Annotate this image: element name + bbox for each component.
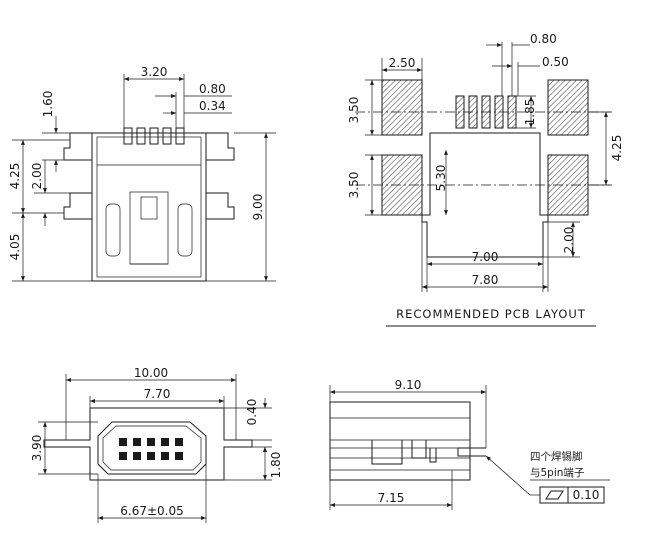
dim-1-85: 1.85 [523,99,537,126]
dim-4-25: 4.25 [610,135,624,162]
dim-7-80: 7.80 [472,273,499,287]
top-view-body [63,127,235,282]
side-view: 9.10 7.15 四个焊锡脚 与5pin端子 0.10 [329,378,610,510]
dim-6-67: 6.67±0.05 [120,504,184,518]
pcb-pad-top-left [381,79,423,136]
dim-0-40: 0.40 [245,399,259,426]
dim-9-00: 9.00 [251,194,265,221]
flatness-value: 0.10 [573,488,600,502]
dim-5-30: 5.30 [434,165,448,192]
dim-3-50-top: 3.50 [347,97,361,124]
dim-4-25: 4.25 [8,163,22,190]
flatness-icon [545,490,564,500]
pcb-layout-caption: RECOMMENDED PCB LAYOUT [396,307,586,321]
dim-10-00: 10.00 [134,366,168,380]
note-line-1: 四个焊锡脚 [530,450,583,463]
dim-7-15: 7.15 [378,491,405,505]
pcb-dimension-lines [365,42,612,327]
dim-1-80: 1.80 [269,452,283,479]
dim-4-05: 4.05 [8,234,22,261]
side-view-dimension-lines [329,385,610,510]
dim-0-50: 0.50 [542,55,569,69]
dim-3-20: 3.20 [141,65,168,79]
pcb-layout-view: 2.50 0.80 0.50 3.50 1.85 4.25 5.30 3.50 … [347,32,624,327]
pcb-pad-top-right [547,79,589,136]
dim-9-10: 9.10 [395,378,422,392]
note-line-2: 与5pin端子 [530,466,584,479]
dim-7-70: 7.70 [144,387,171,401]
front-view-body [43,407,253,481]
front-view-dimension-lines [38,374,272,523]
flatness-control-frame [539,486,605,504]
dim-0-80: 0.80 [530,32,557,46]
dim-7-00: 7.00 [472,250,499,264]
top-view: 3.20 0.80 0.34 1.60 4.25 2.00 4.05 9.00 [8,65,276,282]
dim-0-80: 0.80 [199,82,226,96]
dim-2-00: 2.00 [30,163,44,190]
dim-2-50: 2.50 [389,56,416,70]
front-view: 10.00 7.70 0.40 3.90 1.80 6.67±0.05 [30,366,283,523]
dim-2-00: 2.00 [562,227,576,254]
dim-0-34: 0.34 [199,99,226,113]
side-view-body [329,401,486,481]
dim-3-50-bottom: 3.50 [347,172,361,199]
pcb-footprint [355,79,610,258]
top-view-dimension-lines [12,74,276,282]
dim-1-60: 1.60 [41,91,55,118]
dim-3-90: 3.90 [30,435,44,462]
